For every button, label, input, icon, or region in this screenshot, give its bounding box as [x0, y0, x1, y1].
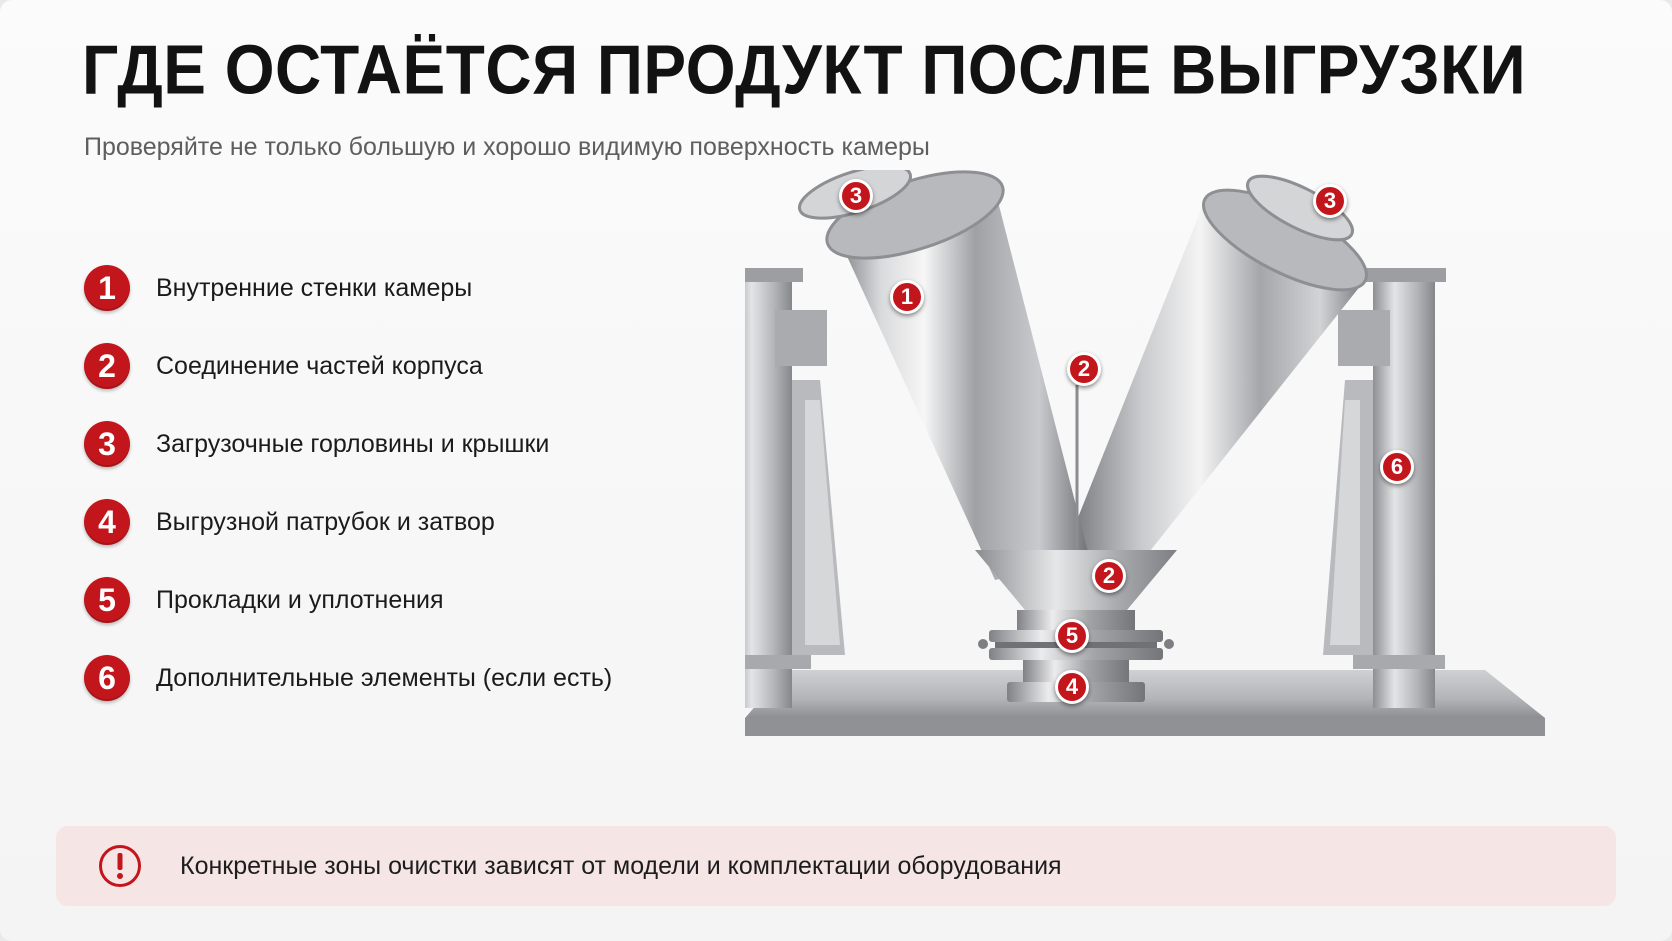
number-badge: 4: [84, 499, 130, 545]
list-item: 6 Дополнительные элементы (если есть): [84, 654, 612, 702]
right-lid: [1246, 174, 1354, 242]
bottom-cone: [975, 550, 1177, 610]
page-title: ГДЕ ОСТАЁТСЯ ПРОДУКТ ПОСЛЕ ВЫГРУЗКИ: [82, 31, 1527, 109]
note-banner: Конкретные зоны очистки зависят от модел…: [56, 826, 1616, 906]
list-item-label: Прокладки и уплотнения: [156, 585, 444, 614]
list-item: 1 Внутренние стенки камеры: [84, 264, 472, 312]
number-badge: 2: [84, 343, 130, 389]
exclamation-circle-icon: [99, 845, 141, 887]
v-blender-drawing: [719, 164, 1545, 736]
list-item-label: Соединение частей корпуса: [156, 351, 483, 380]
marker-frame: 6: [1380, 450, 1414, 484]
marker-lid-left: 3: [839, 179, 873, 213]
marker-cone: 2: [1092, 559, 1126, 593]
marker-junction: 2: [1067, 352, 1101, 386]
list-item-label: Внутренние стенки камеры: [156, 273, 473, 302]
list-item-label: Выгрузной патрубок и затвор: [156, 507, 495, 536]
marker-chamber: 1: [890, 280, 924, 314]
list-item: 2 Соединение частей корпуса: [84, 342, 483, 390]
number-badge: 1: [84, 265, 130, 311]
marker-lid-right: 3: [1313, 184, 1347, 218]
list-item: 5 Прокладки и уплотнения: [84, 576, 444, 624]
number-badge: 3: [84, 421, 130, 467]
marker-gasket: 5: [1055, 619, 1089, 653]
list-item-label: Загрузочные горловины и крышки: [156, 429, 550, 458]
number-badge: 5: [84, 577, 130, 623]
list-item-label: Дополнительные элементы (если есть): [156, 663, 613, 692]
note-text: Конкретные зоны очистки зависят от модел…: [180, 851, 1062, 880]
marker-outlet: 4: [1055, 670, 1089, 704]
v-blender-illustration: 3 3 1 2 6 2 5 4: [719, 164, 1550, 790]
list-item: 3 Загрузочные горловины и крышки: [84, 420, 549, 468]
page-subtitle: Проверяйте не только большую и хорошо ви…: [84, 133, 930, 161]
list-item: 4 Выгрузной патрубок и затвор: [84, 498, 495, 546]
number-badge: 6: [84, 655, 130, 701]
right-cylinder: [1065, 200, 1365, 570]
